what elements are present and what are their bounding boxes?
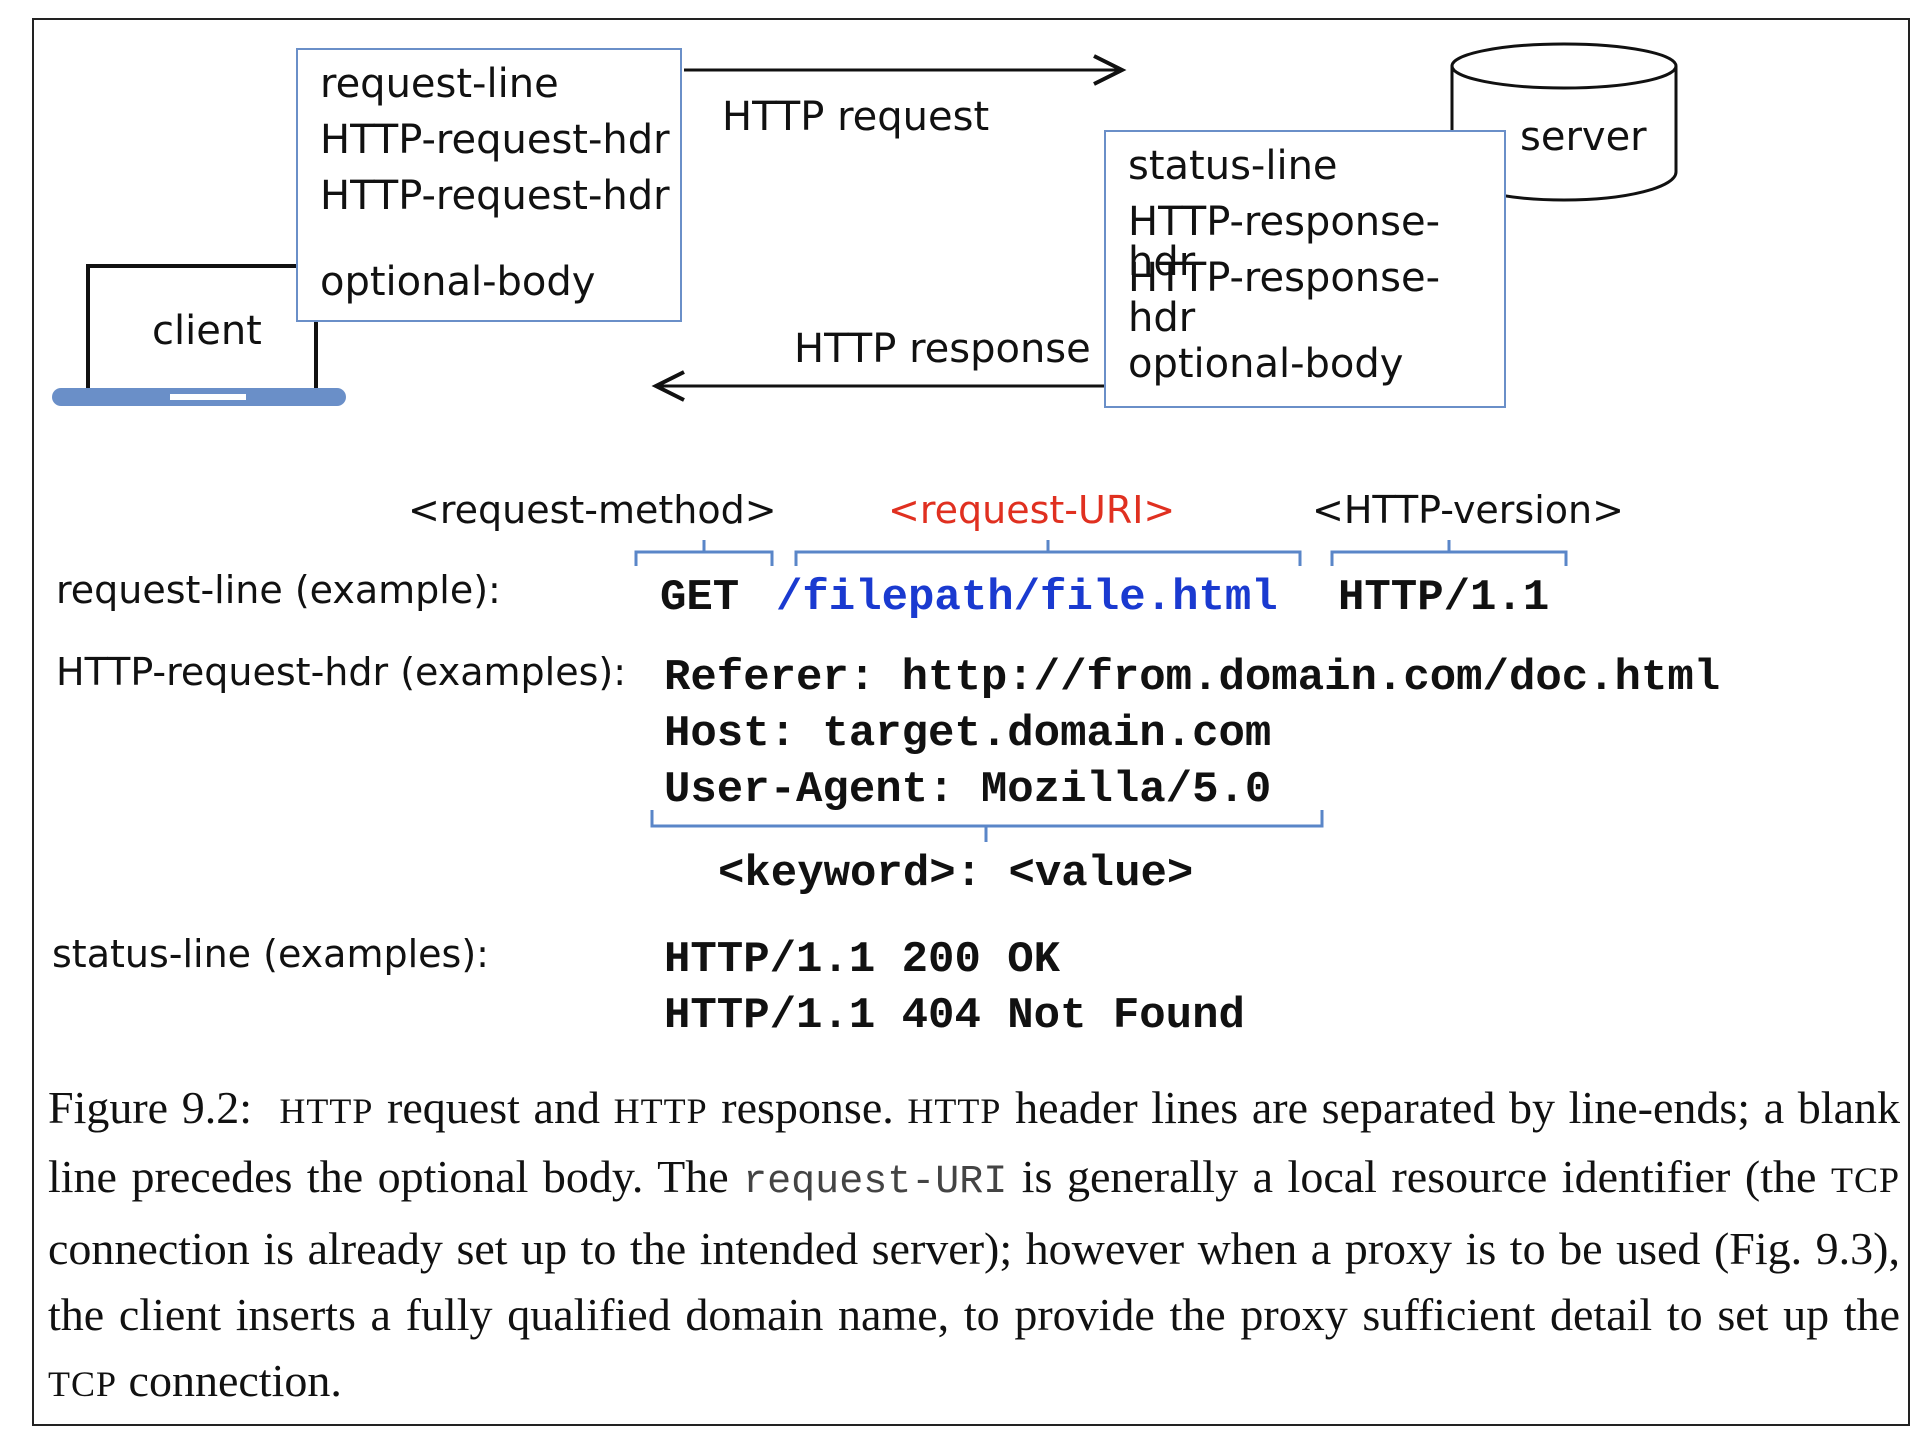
request-box-line: HTTP-request-hdr	[320, 117, 670, 163]
request-hdr-line: User-Agent: Mozilla/5.0	[664, 765, 1272, 815]
client-label: client	[152, 308, 262, 354]
http-response-box: status-line HTTP-response-hdr HTTP-respo…	[1104, 130, 1506, 408]
bracket-keyword-value	[650, 810, 1324, 842]
caption-acronym: HTTP	[907, 1091, 1002, 1131]
caption-acronym: TCP	[1830, 1160, 1900, 1200]
caption-text: connection.	[117, 1355, 342, 1406]
response-box-line: HTTP-response-hdr	[1128, 255, 1441, 341]
request-arrow	[684, 54, 1127, 86]
request-method-annotation: <request-method>	[408, 488, 777, 532]
response-box-line: status-line	[1128, 143, 1338, 189]
http-request-label: HTTP request	[722, 94, 990, 140]
caption-body: HTTP request and HTTP response. HTTP hea…	[48, 1082, 1900, 1406]
response-arrow	[651, 370, 1104, 402]
bracket-request-method	[634, 540, 774, 566]
bracket-http-version	[1330, 540, 1568, 566]
status-line-label: status-line (examples):	[52, 932, 489, 976]
caption-text: is generally a local resource identifier…	[1007, 1151, 1831, 1202]
bracket-request-uri	[794, 540, 1302, 566]
http-version-annotation: <HTTP-version>	[1312, 488, 1624, 532]
server-cylinder-icon	[1450, 42, 1678, 202]
status-line-code: HTTP/1.1 200 OK	[664, 935, 1061, 985]
caption-text: request and	[373, 1082, 614, 1133]
response-box-line: optional-body	[1128, 341, 1404, 387]
figure-number: Figure 9.2:	[48, 1082, 253, 1133]
caption-text: connection is already set up to the inte…	[48, 1223, 1900, 1340]
caption-code: request-URI	[743, 1160, 1008, 1205]
response-box-line: HTTP-response-hdr	[1128, 199, 1441, 285]
request-hdr-label: HTTP-request-hdr (examples):	[56, 650, 626, 694]
http-request-box: request-line HTTP-request-hdr HTTP-reque…	[296, 48, 682, 322]
request-box-line: optional-body	[320, 259, 596, 305]
caption-text: response.	[707, 1082, 908, 1133]
figure-frame	[32, 18, 1910, 1426]
request-hdr-line: Host: target.domain.com	[664, 709, 1272, 759]
caption-acronym: TCP	[48, 1364, 118, 1404]
caption-acronym: HTTP	[613, 1091, 708, 1131]
request-hdr-line: Referer: http://from.domain.com/doc.html	[664, 653, 1721, 703]
http-version-code: HTTP/1.1	[1338, 573, 1550, 623]
keyword-value-annotation: <keyword>: <value>	[718, 849, 1194, 899]
http-response-label: HTTP response	[794, 326, 1091, 372]
request-uri-annotation: <request-URI>	[888, 488, 1176, 532]
request-box-line: request-line	[320, 61, 559, 107]
server-label: server	[1520, 114, 1647, 160]
laptop-icon	[52, 264, 346, 406]
request-box-line: HTTP-request-hdr	[320, 173, 670, 219]
caption-text: header lines are separated by line-ends;…	[48, 1082, 1900, 1202]
status-line-code: HTTP/1.1 404 Not Found	[664, 991, 1245, 1041]
caption-acronym: HTTP	[279, 1091, 374, 1131]
request-line-label: request-line (example):	[56, 568, 501, 612]
request-uri-code: /filepath/file.html	[776, 573, 1278, 623]
figure-caption: Figure 9.2: HTTP request and HTTP respon…	[48, 1075, 1900, 1417]
request-method-code: GET	[660, 573, 740, 623]
